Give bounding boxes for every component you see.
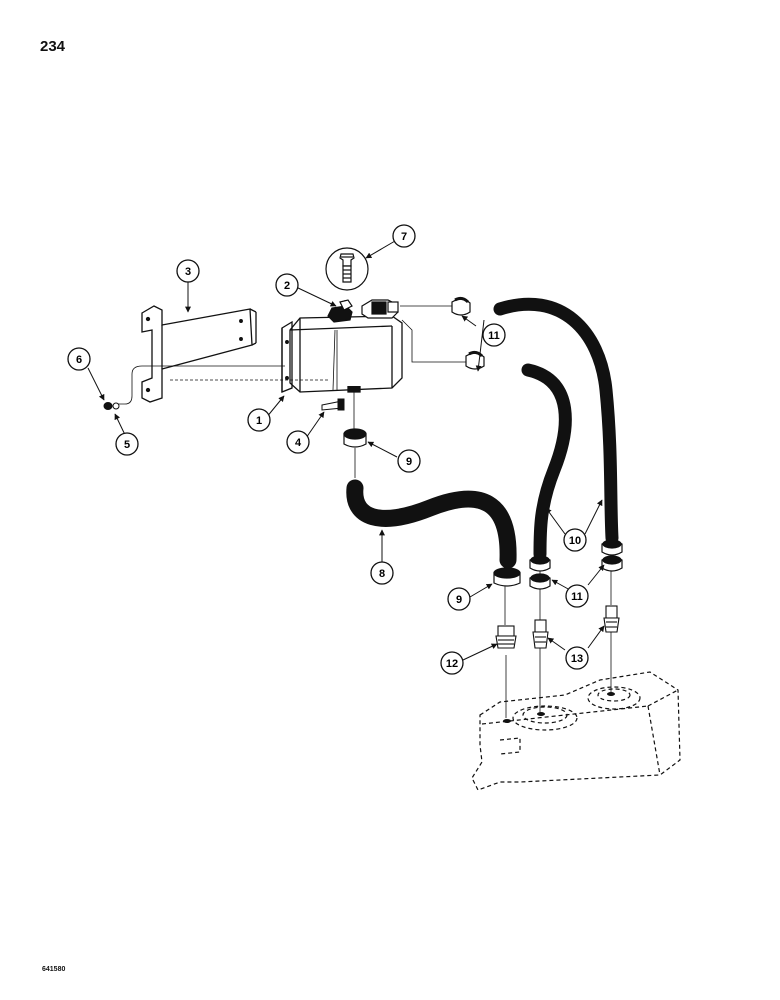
callout-label: 5 (124, 439, 130, 451)
callout-label: 11 (488, 330, 500, 342)
callout-9-upper: 9 (397, 449, 421, 473)
breather-detail-inset (325, 247, 369, 291)
housing-ports (503, 692, 615, 723)
callout-label: 7 (401, 231, 407, 243)
callout-label: 2 (284, 280, 290, 292)
callout-label: 13 (571, 653, 583, 665)
callout-4: 4 (286, 430, 310, 454)
callout-10: 10 (563, 528, 587, 552)
callout-label: 11 (571, 591, 583, 603)
callout-label: 12 (446, 658, 458, 670)
callout-label: 4 (295, 437, 302, 449)
callout-label: 6 (76, 354, 82, 366)
hardware (103, 398, 345, 411)
callout-7: 7 (392, 224, 416, 248)
callout-label: 3 (185, 266, 191, 278)
hoses (346, 297, 619, 569)
callout-8: 8 (370, 561, 394, 585)
callout-label: 10 (569, 535, 581, 547)
adapter-fittings (495, 605, 620, 649)
callout-11-lower: 11 (565, 584, 589, 608)
callout-13: 13 (565, 646, 589, 670)
callout-6: 6 (67, 347, 91, 371)
callout-5: 5 (115, 432, 139, 456)
callout-label: 8 (379, 568, 385, 580)
callout-1: 1 (247, 408, 271, 432)
callout-label: 9 (406, 456, 412, 468)
callout-label: 9 (456, 594, 462, 606)
callout-label: 1 (256, 415, 262, 427)
page-number: 234 (40, 38, 66, 55)
drawing-code: 641580 (42, 966, 66, 973)
mounting-bracket (141, 305, 257, 403)
callout-2: 2 (275, 273, 299, 297)
reservoir-tank (281, 315, 403, 393)
callout-9-lower: 9 (447, 587, 471, 611)
callout-12: 12 (440, 651, 464, 675)
callout-3: 3 (176, 259, 200, 283)
top-fittings (327, 299, 399, 323)
leader-lines (87, 240, 605, 661)
gearbox-housing (471, 671, 681, 791)
callout-11-upper: 11 (482, 323, 506, 347)
